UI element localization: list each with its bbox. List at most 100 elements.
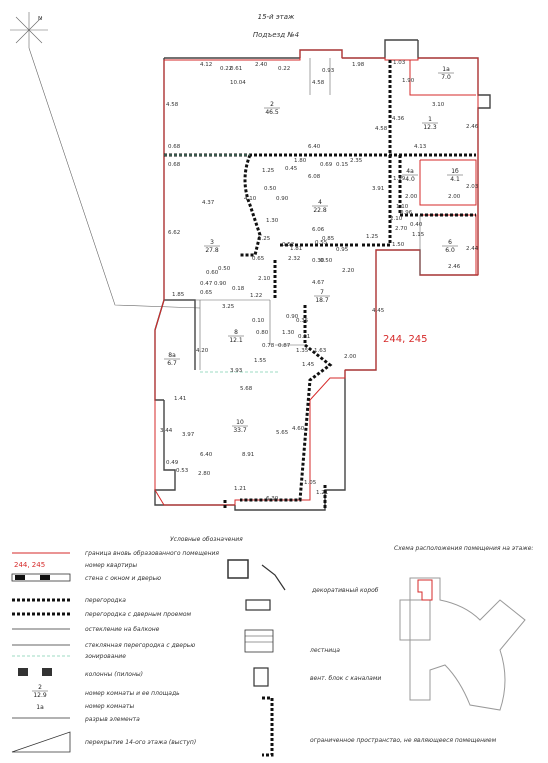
floor-schema bbox=[399, 577, 526, 711]
dim: 5.65 bbox=[276, 430, 289, 436]
room-area: 4.0 bbox=[405, 176, 415, 183]
room-id: 1б bbox=[451, 168, 459, 175]
dim: 1.50 bbox=[392, 242, 405, 248]
dim: 0.55 bbox=[315, 240, 328, 246]
legend-item: вент. блок с каналами bbox=[310, 675, 381, 682]
compass-icon: N bbox=[10, 12, 48, 48]
dim: 6.08 bbox=[308, 174, 321, 180]
dim: 2.32 bbox=[288, 256, 300, 262]
dim: 0.65 bbox=[252, 256, 265, 262]
entrance-title: Подъезд №4 bbox=[253, 31, 299, 39]
room-area: 7.0 bbox=[441, 74, 451, 81]
thin-partitions bbox=[164, 58, 421, 370]
room-3: 3 27.8 bbox=[204, 239, 220, 254]
dim: 4.58 bbox=[166, 102, 179, 108]
dim: 4.58 bbox=[312, 80, 325, 86]
dim: 0.95 bbox=[336, 247, 349, 253]
legend-title: Условные обозначения bbox=[170, 536, 243, 543]
dim: 0.65 bbox=[200, 290, 213, 296]
room-area: 46.5 bbox=[265, 109, 279, 116]
room-4a: 4a 4.0 bbox=[402, 168, 418, 183]
dim: 0.85 bbox=[322, 236, 335, 242]
legend: 244, 245 2 12.9 1а граница вновь образов… bbox=[11, 550, 497, 757]
dim: 1.90 bbox=[402, 78, 415, 84]
dim: 0.87 bbox=[278, 343, 291, 349]
dim: 0.69 bbox=[320, 162, 333, 168]
dim: 0.18 bbox=[232, 286, 245, 292]
room-id: 4a bbox=[406, 168, 414, 175]
compass-north-label: N bbox=[38, 16, 42, 22]
dim: 0.50 bbox=[218, 266, 231, 272]
room-2: 2 46.5 bbox=[264, 101, 280, 116]
dim: 1.81 bbox=[290, 246, 302, 252]
dim: 1.99 bbox=[393, 176, 406, 182]
legend-sample-room-id: 2 bbox=[38, 684, 42, 691]
room-area: 4.1 bbox=[450, 176, 460, 183]
legend-item: колонны (пилоны) bbox=[85, 671, 143, 678]
dim: 1.25 bbox=[366, 234, 379, 240]
dim: 10.04 bbox=[230, 80, 246, 86]
dim: 3.25 bbox=[222, 304, 235, 310]
dimension-labels: 4.12 0.22 0.61 2.40 0.22 0.93 1.98 1.03 … bbox=[160, 60, 479, 502]
dim: 2.46 bbox=[448, 264, 461, 270]
dim: 0.22 bbox=[278, 66, 290, 72]
partitions bbox=[164, 60, 476, 510]
dim: 1.15 bbox=[412, 232, 425, 238]
dim: 2.00 bbox=[448, 194, 461, 200]
room-area: 22.8 bbox=[313, 207, 327, 214]
dim: 0.47 bbox=[200, 281, 213, 287]
dim: 0.45 bbox=[285, 166, 298, 172]
room-10: 10 33.7 bbox=[232, 419, 248, 434]
dim: 0.50 bbox=[264, 186, 277, 192]
dim: 4.37 bbox=[202, 200, 215, 206]
dim: 0.90 bbox=[286, 314, 299, 320]
dim: 3.91 bbox=[372, 186, 384, 192]
dim: 1.03 bbox=[393, 60, 406, 66]
dim: 2.03 bbox=[466, 184, 479, 190]
room-8: 8 12.1 bbox=[228, 329, 244, 344]
dim: 4.45 bbox=[372, 308, 385, 314]
legend-item: стеклянная перегородка с дверью bbox=[85, 642, 195, 649]
legend-sample-number: 244, 245 bbox=[14, 561, 45, 569]
dim: 0.90 bbox=[214, 281, 227, 287]
dim: 4.58 bbox=[375, 126, 388, 132]
dim: 0.61 bbox=[230, 66, 242, 72]
room-1a: 1a 7.0 bbox=[438, 66, 454, 81]
dim: 1.25 bbox=[262, 168, 275, 174]
dim: 0.68 bbox=[168, 144, 181, 150]
legend-item: ограниченное пространство, не являющееся… bbox=[310, 737, 497, 744]
dim: 1.85 bbox=[172, 292, 185, 298]
dim: 1.10 bbox=[396, 204, 409, 210]
dim: 4.67 bbox=[312, 280, 325, 286]
room-area: 6.0 bbox=[445, 247, 455, 254]
legend-item: разрыв элемента bbox=[84, 716, 140, 723]
dim: 3.93 bbox=[230, 368, 243, 374]
room-id: 8a bbox=[168, 352, 176, 359]
legend-item: стена с окном и дверью bbox=[85, 575, 161, 582]
legend-item: перегородка с дверным проемом bbox=[85, 611, 192, 618]
dim: 0.93 bbox=[322, 68, 335, 74]
room-area: 33.7 bbox=[233, 427, 247, 434]
room-id: 8 bbox=[234, 329, 238, 336]
dim: 0.53 bbox=[176, 468, 189, 474]
dim: 1.63 bbox=[314, 348, 327, 354]
apartment-boundary bbox=[154, 49, 479, 506]
legend-item: номер квартиры bbox=[85, 562, 137, 569]
dim: 6.40 bbox=[308, 144, 321, 150]
room-area: 6.7 bbox=[167, 360, 177, 367]
legend-item: номер комнаты и ее площадь bbox=[85, 690, 180, 697]
room-6: 6 6.0 bbox=[442, 239, 458, 254]
room-id: 7 bbox=[320, 289, 324, 296]
dim: 1.21 bbox=[316, 490, 328, 496]
dim: 0.35 bbox=[296, 318, 309, 324]
dim: 4.12 bbox=[200, 62, 212, 68]
dim: 1.22 bbox=[250, 293, 262, 299]
room-id: 1 bbox=[428, 116, 432, 123]
dim: 0.90 bbox=[276, 196, 289, 202]
dim: 0.50 bbox=[320, 258, 333, 264]
dim: 1.98 bbox=[352, 62, 365, 68]
dim: 0.10 bbox=[252, 318, 265, 324]
dim: 1.30 bbox=[282, 330, 295, 336]
room-area: 12.3 bbox=[423, 124, 437, 131]
dim: 4.60 bbox=[292, 426, 305, 432]
